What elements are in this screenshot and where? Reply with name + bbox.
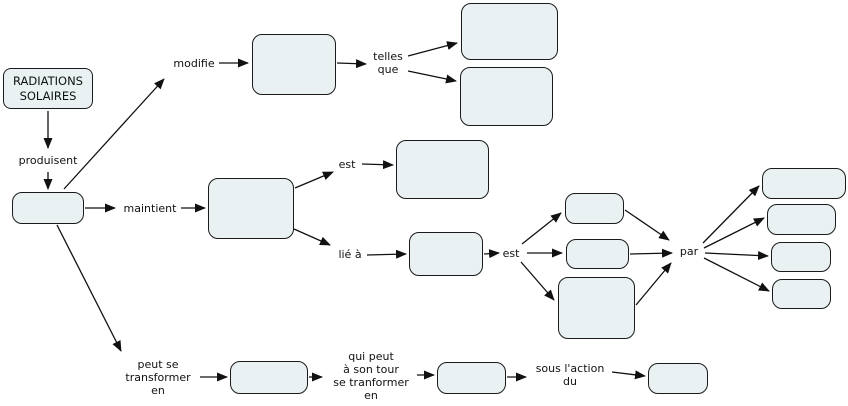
concept-box-est2-target-2[interactable] bbox=[566, 239, 629, 269]
concept-box-est2-target-1[interactable] bbox=[565, 193, 624, 224]
arrow bbox=[63, 78, 165, 190]
link-label-telles-que: telles que bbox=[373, 50, 403, 76]
link-label-lie-a: lié à bbox=[338, 248, 362, 261]
link-label-maintient: maintient bbox=[123, 202, 177, 215]
link-label-est-1: est bbox=[338, 158, 356, 171]
link-label-peut-se-transformer: peut se transformer en bbox=[125, 358, 191, 397]
arrow bbox=[407, 70, 457, 84]
concept-box-radiations-solaires[interactable]: RADIATIONS SOLAIRES bbox=[3, 68, 93, 109]
arrow bbox=[611, 370, 646, 380]
concept-box-par-target-3[interactable] bbox=[771, 242, 831, 272]
arrow bbox=[361, 160, 394, 170]
concept-box-lie-a-target[interactable] bbox=[409, 232, 483, 276]
arrow bbox=[483, 249, 500, 259]
concept-box-maintient-target[interactable] bbox=[208, 178, 294, 239]
concept-box-telles-que-1[interactable] bbox=[461, 3, 558, 60]
arrow bbox=[629, 248, 673, 258]
arrow bbox=[702, 185, 760, 244]
arrow bbox=[521, 212, 562, 245]
arrow bbox=[703, 257, 770, 292]
link-label-par: par bbox=[679, 245, 699, 258]
link-label-qui-peut-a-son-tour: qui peut à son tour se tranformer en bbox=[333, 350, 409, 402]
arrow bbox=[294, 171, 334, 189]
concept-box-action-target[interactable] bbox=[648, 363, 708, 394]
arrow bbox=[293, 228, 331, 246]
concept-box-par-target-2[interactable] bbox=[767, 204, 836, 235]
arrow bbox=[704, 251, 769, 261]
arrow bbox=[56, 224, 122, 352]
concept-box-transformation-2[interactable] bbox=[437, 362, 506, 394]
arrow bbox=[635, 262, 672, 306]
link-label-produisent: produisent bbox=[18, 154, 78, 167]
concept-box-est2-target-3[interactable] bbox=[558, 277, 635, 339]
arrow bbox=[407, 41, 458, 57]
concept-box-telles-que-2[interactable] bbox=[460, 67, 553, 126]
link-label-modifie: modifie bbox=[173, 57, 215, 70]
link-label-est-2: est bbox=[502, 247, 520, 260]
concept-box-produisent-target[interactable] bbox=[12, 192, 84, 224]
concept-box-transformation-1[interactable] bbox=[230, 361, 308, 394]
concept-box-modifie-target[interactable] bbox=[252, 34, 336, 95]
concept-box-par-target-1[interactable] bbox=[762, 168, 846, 199]
concept-box-par-target-4[interactable] bbox=[772, 279, 831, 309]
arrow bbox=[624, 209, 670, 241]
concept-box-est-target[interactable] bbox=[396, 140, 489, 199]
link-label-sous-l-action-du: sous l'action du bbox=[535, 362, 605, 388]
root-concept-label: RADIATIONS SOLAIRES bbox=[13, 73, 83, 103]
arrow bbox=[703, 217, 765, 249]
arrow bbox=[520, 261, 555, 301]
arrow bbox=[366, 249, 407, 259]
arrow bbox=[336, 59, 367, 69]
